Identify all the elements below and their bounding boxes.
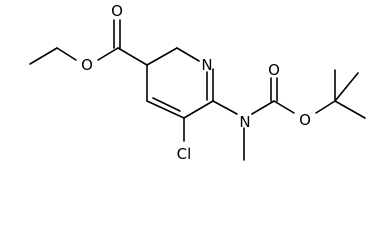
atom-label-amine-n: N: [239, 113, 250, 131]
bond-c3-c4: [146, 47, 178, 66]
atom-label-ester-carbonyl-o: O: [111, 2, 123, 20]
bond-c6-c5: [183, 100, 214, 119]
bond-tbu-methyl-2: [334, 72, 359, 102]
bond-tbu-methyl-1: [334, 100, 366, 119]
bond-ch2-ch3: [29, 47, 58, 65]
atom-label-chlorine: Cl: [177, 145, 192, 163]
atom-label-pyridine-n: N: [201, 56, 212, 74]
bond-carbonyl-oether: [97, 47, 119, 61]
atom-label-boc-ether-o: O: [299, 111, 311, 129]
ethyl-ester-bonds: [29, 19, 148, 66]
bond-c5-c8-inner: [152, 97, 181, 112]
pyridine-ring-bonds: [146, 47, 214, 119]
bond-c3-carbonyl: [117, 47, 148, 66]
atom-label-ester-ether-o: O: [81, 56, 93, 74]
bond-c4-n1: [176, 47, 200, 62]
boc-amine-bonds: [212, 69, 366, 161]
atom-label-boc-carbonyl-o: O: [268, 61, 280, 79]
bond-amine-n-boc-carbonyl: [251, 100, 275, 115]
bond-oether-ch2: [56, 47, 77, 61]
chemical-structure: O O N Cl N O O: [29, 2, 366, 163]
bond-c5-c8: [146, 100, 185, 119]
bond-boc-carbonyl-oether: [273, 100, 295, 114]
bond-oether-tbu: [315, 100, 336, 114]
bond-c6-amine-n: [212, 100, 238, 115]
